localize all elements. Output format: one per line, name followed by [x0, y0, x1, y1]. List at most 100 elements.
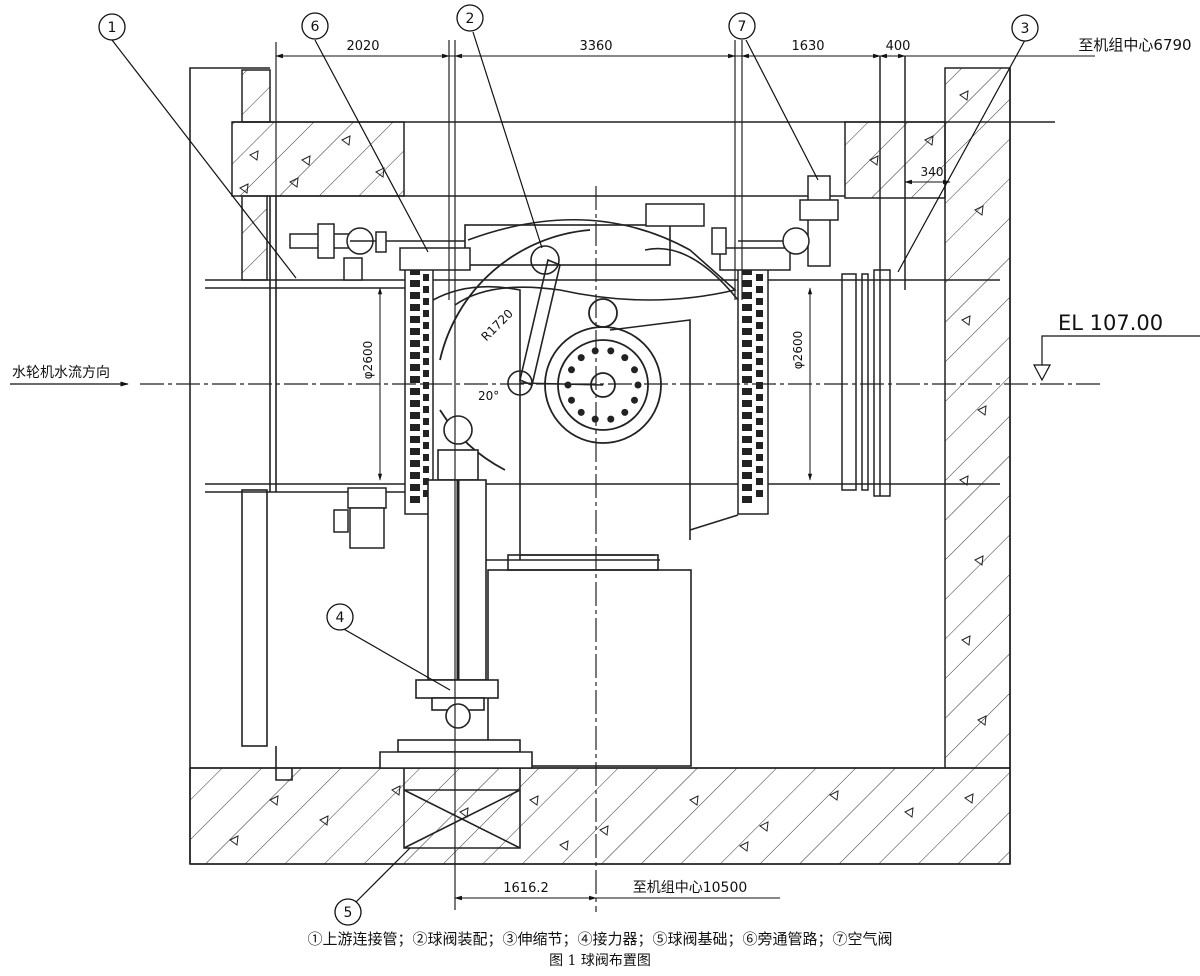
dim-to-unit-center-bottom: 至机组中心10500: [633, 880, 748, 896]
dim-400: 400: [886, 39, 911, 54]
flange-bolt: [410, 292, 420, 299]
callout-7: 7: [728, 12, 756, 40]
flange-bolt: [742, 400, 752, 407]
flange-bolt: [756, 478, 763, 485]
flange-bolt: [742, 340, 752, 347]
flange-bolt: [756, 406, 763, 413]
flange-bolt: [756, 370, 763, 377]
flange-bolt: [423, 298, 429, 305]
dim-3360: 3360: [579, 39, 612, 54]
flange-bolt: [742, 280, 752, 287]
flange-bolt: [756, 346, 763, 353]
legend-caption: ①上游连接管；②球阀装配；③伸缩节；④接力器；⑤球阀基础；⑥旁通管路；⑦空气阀: [307, 930, 893, 948]
flange-bolt: [756, 454, 763, 461]
top-dimension-chain: [275, 53, 1095, 185]
rotor-bolt: [607, 347, 615, 355]
dim-angle: 20°: [478, 389, 499, 403]
flange-bolt: [410, 328, 420, 335]
flange-bolt: [410, 280, 420, 287]
flange-bolt: [756, 334, 763, 341]
flange-bolt: [742, 484, 752, 491]
flange-bolt: [742, 376, 752, 383]
flange-bolt: [423, 358, 429, 365]
flange-bolt: [423, 394, 429, 401]
rotor-bolt: [564, 381, 572, 389]
flange-bolt: [410, 436, 420, 443]
flange-bolt: [410, 424, 420, 431]
flange-bolt: [423, 430, 429, 437]
flange-bolt: [756, 418, 763, 425]
flange-bolt: [410, 460, 420, 467]
elevation-label: EL 107.00: [1058, 311, 1163, 335]
flange-bolt: [423, 454, 429, 461]
svg-text:4: 4: [336, 610, 345, 626]
flange-bolt: [756, 430, 763, 437]
flange-bolt: [423, 370, 429, 377]
flange-bolt: [756, 298, 763, 305]
flange-bolt: [742, 352, 752, 359]
flange-bolt: [756, 322, 763, 329]
dim-radius: R1720: [478, 306, 515, 343]
valve-rotor: [439, 229, 662, 471]
callout-1: 1: [98, 13, 126, 41]
concrete-aggregate-marks: [229, 90, 987, 852]
rotor-bolt: [591, 347, 599, 355]
flange-bolt: [756, 274, 763, 281]
operating-arm: [507, 245, 604, 396]
flange-bolt: [742, 292, 752, 299]
rotor-bolt: [577, 354, 585, 362]
flange-bolt: [742, 496, 752, 503]
dim-340: 340: [921, 165, 944, 179]
flange-bolt: [410, 340, 420, 347]
flange-bolt: [423, 382, 429, 389]
flange-bolt: [423, 490, 429, 497]
centerlines: [140, 40, 1100, 912]
flange-bolts-right: [742, 268, 763, 503]
elevation-marker: [1033, 335, 1200, 382]
flange-bolt: [423, 466, 429, 473]
flange-bolt: [410, 316, 420, 323]
flange-bolt: [756, 286, 763, 293]
flange-bolt: [410, 472, 420, 479]
flange-bolt: [756, 382, 763, 389]
flange-bolt: [742, 388, 752, 395]
svg-text:6: 6: [311, 19, 320, 35]
rotor-bolt: [631, 366, 638, 374]
flange-bolt: [756, 466, 763, 473]
dim-2020: 2020: [346, 39, 379, 54]
flange-bolt: [410, 496, 420, 503]
callout-leaders: [111, 31, 1026, 905]
rotor-bolt: [591, 415, 599, 423]
servomotor: [379, 415, 533, 849]
flange-bolt: [423, 274, 429, 281]
flange-bolt: [410, 364, 420, 371]
rotor-bolt: [621, 354, 629, 362]
flange-bolt: [756, 490, 763, 497]
rotor-bolt: [634, 381, 642, 389]
flange-bolt: [423, 334, 429, 341]
flange-bolts-left: [410, 268, 429, 503]
flange-bolt: [742, 328, 752, 335]
rotor-bolt: [631, 396, 638, 404]
flange-bolt: [423, 346, 429, 353]
flange-bolt: [410, 400, 420, 407]
rotor-bolt: [621, 408, 629, 416]
dim-1616: 1616.2: [503, 881, 549, 896]
pit-outline: [189, 67, 1055, 865]
rotor-bolt: [577, 408, 585, 416]
figure-title: 图 1 球阀布置图: [549, 953, 651, 969]
flange-bolt: [742, 424, 752, 431]
flange-bolt: [423, 322, 429, 329]
svg-text:2: 2: [466, 11, 475, 27]
flange-bolt: [423, 286, 429, 293]
flange-bolt: [410, 268, 420, 275]
flange-bolt: [410, 484, 420, 491]
dim-pipe-dia-right: φ2600: [791, 331, 805, 369]
rotor-bolt: [568, 366, 575, 374]
flange-bolt: [742, 316, 752, 323]
flange-bolt: [423, 418, 429, 425]
concrete-structure: [189, 67, 1011, 865]
flange-bolt: [410, 304, 420, 311]
flange-bolt: [410, 376, 420, 383]
flange-bolt: [742, 436, 752, 443]
